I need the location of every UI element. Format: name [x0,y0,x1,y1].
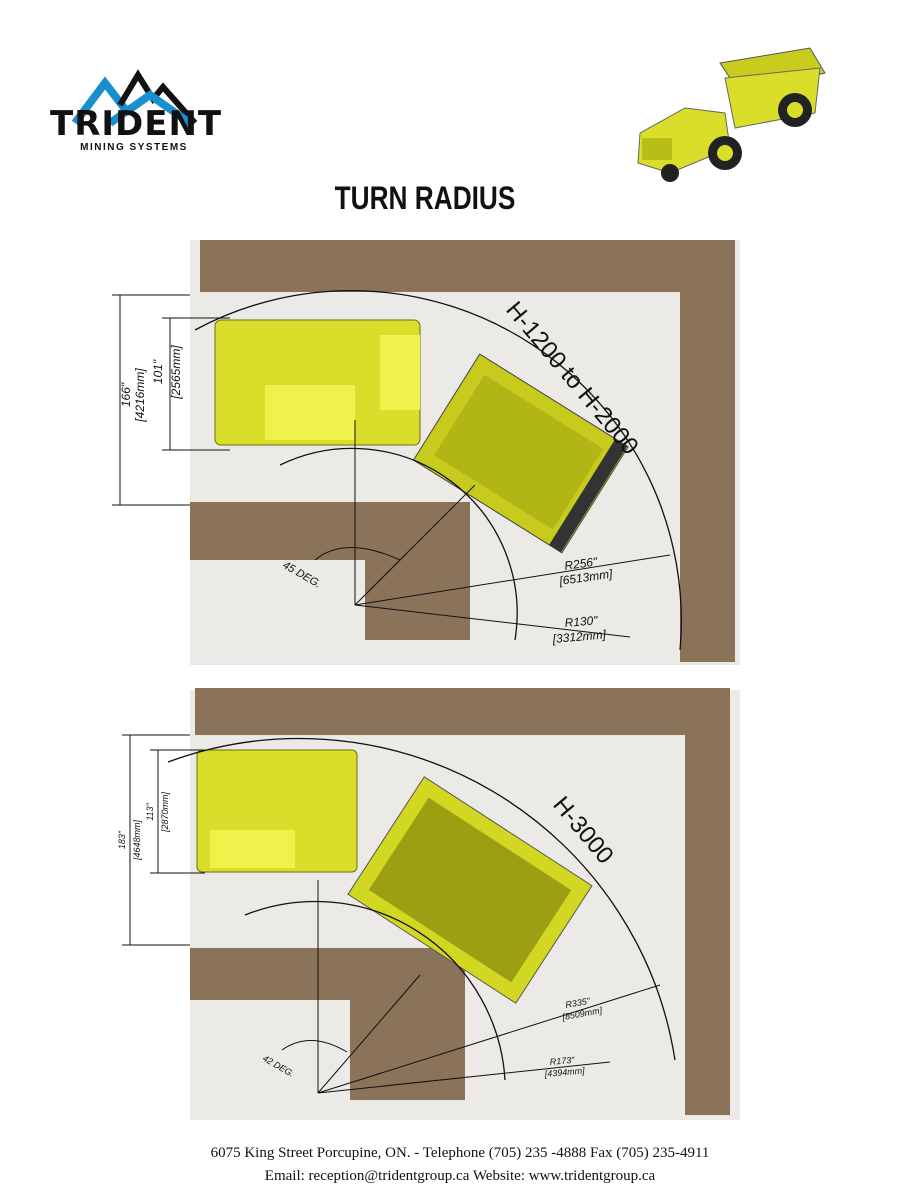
inner-radius-mm-label: [4394mm] [543,1065,585,1079]
inner-radius-label: R130" [564,613,599,630]
logo-subtitle: MINING SYSTEMS [80,142,188,153]
inner-width-mm-label: [2565mm] [169,345,183,400]
inner-radius-mm-label: [3312mm] [551,627,607,646]
truck-dump-box [412,353,629,554]
inner-width-label: 101" [151,359,165,384]
outer-width-mm-label: [4216mm] [133,368,147,423]
outer-width-mm-label: [4648mm] [132,819,142,861]
footer-contact: 6075 King Street Porcupine, ON. - Teleph… [0,1142,920,1188]
inner-width-mm-label: [2870mm] [160,791,170,833]
outer-width-label: 166" [119,382,133,407]
truck-cab [214,319,421,446]
footer-address: 6075 King Street Porcupine, ON. - Teleph… [210,1145,710,1161]
truck-cab [196,749,358,873]
outer-radius-label: R335" [565,996,592,1010]
turn-radius-diagram-h3000: H-3000 183" [4648mm] 113" [2870mm] 42 DE… [117,688,740,1120]
truck-dump-box [347,776,593,1004]
inner-radius-label: R173" [549,1055,575,1067]
outer-radius-label: R256" [563,554,598,573]
logo-wordmark: TRIDENT [50,104,223,144]
inner-width-label: 113" [145,802,155,820]
haul-truck-image [637,47,826,182]
footer-email-website: Email: reception@tridentgroup.ca Website… [264,1168,656,1184]
outer-width-label: 183" [117,830,127,849]
page-title: TURN RADIUS [334,180,516,216]
turn-radius-diagram-h1200-h2000: H-1200 to H-2000 166" [4216mm] 101" [256… [112,240,740,665]
trident-logo [71,69,198,127]
